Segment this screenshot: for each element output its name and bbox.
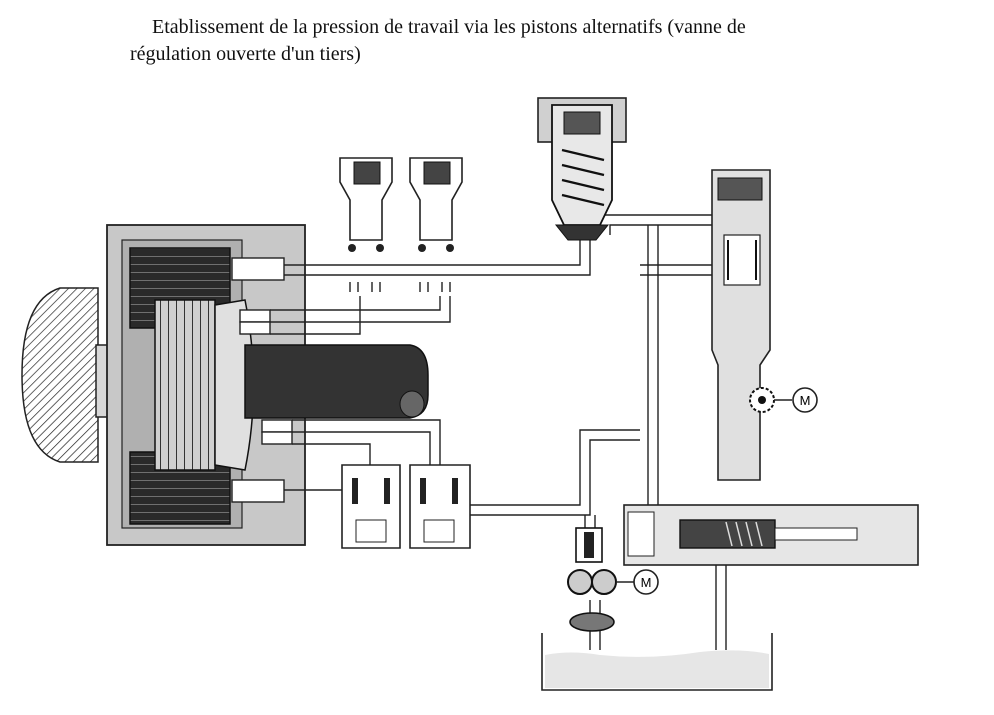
title-line-2: régulation ouverte d'un tiers) — [130, 43, 361, 65]
motor-bottom: M — [616, 569, 659, 595]
oil-tank — [541, 633, 773, 691]
pressure-relief-valve — [537, 97, 627, 241]
housing-ports — [231, 257, 293, 503]
motor-bottom-label: M — [641, 575, 652, 590]
lower-check-valves — [341, 464, 471, 549]
motor-right: M — [774, 387, 818, 413]
motor-right-label: M — [800, 393, 811, 408]
piston-valve — [623, 504, 919, 566]
hydraulic-lines — [270, 214, 727, 650]
diagram-title: Etablissement de la pression de travail … — [130, 14, 930, 68]
regulating-valve — [711, 169, 775, 481]
drive-shaft — [244, 344, 429, 419]
feed-pump — [567, 527, 617, 632]
title-line-1: Etablissement de la pression de travail … — [152, 16, 746, 38]
upper-check-valves — [339, 157, 463, 292]
